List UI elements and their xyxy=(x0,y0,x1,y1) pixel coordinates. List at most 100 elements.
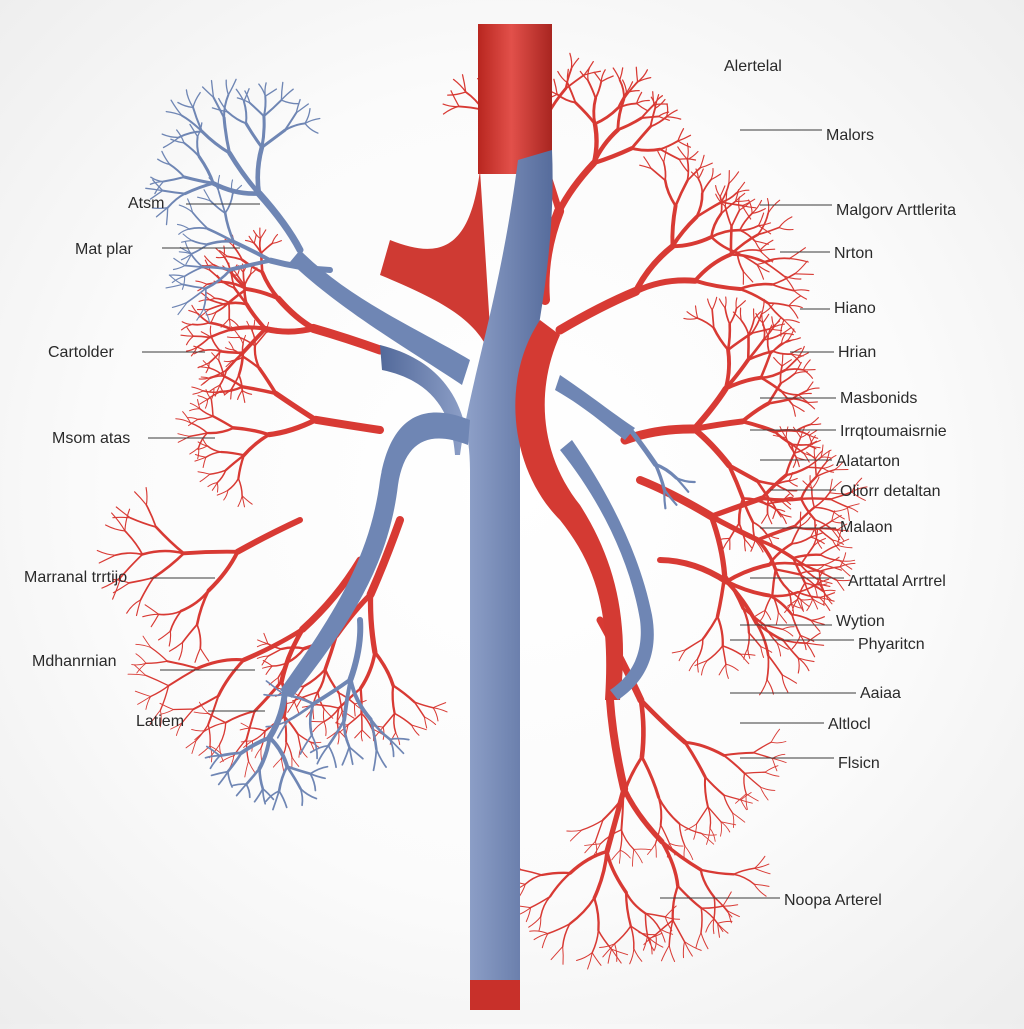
vessel-branch xyxy=(621,830,633,850)
vessel-branch xyxy=(218,176,219,192)
vessel-branch xyxy=(276,393,316,419)
vessel-branch xyxy=(736,298,737,309)
vessel-branch xyxy=(245,274,251,285)
vessel-branch xyxy=(761,647,764,658)
vessel-branch xyxy=(615,926,631,944)
vessel-branch xyxy=(195,648,200,662)
vessel-branch xyxy=(328,746,336,768)
vessel-branch xyxy=(620,850,630,858)
vessel-branch xyxy=(265,83,266,96)
vessel-branch xyxy=(623,757,642,797)
vessel-branch xyxy=(765,625,783,629)
vessel-branch xyxy=(376,749,386,767)
vessel-branch xyxy=(390,739,409,740)
vessel-branch xyxy=(278,299,313,329)
vessel-branch xyxy=(795,372,808,374)
vessel-branch xyxy=(720,197,722,214)
vessel-branch xyxy=(128,674,146,675)
vessel-branch xyxy=(238,496,242,507)
vessel-branch xyxy=(190,423,207,433)
vessel-branch xyxy=(780,366,782,383)
vessel-branch xyxy=(354,704,355,716)
aorta-top xyxy=(478,24,552,174)
vessel-branch xyxy=(624,789,662,842)
vessel-branch xyxy=(213,416,234,428)
vessel-branch xyxy=(740,213,752,230)
vessel-branch xyxy=(193,336,209,337)
vessel-branch xyxy=(724,753,754,756)
vessel-branch xyxy=(771,742,786,743)
vessel-branch xyxy=(448,92,466,95)
vessel-branch xyxy=(324,708,339,722)
label-right-2: Malors xyxy=(826,127,874,145)
vessel-branch xyxy=(676,181,688,206)
vessel-branch xyxy=(206,452,221,457)
vessel-branch xyxy=(772,758,777,770)
vessel-branch xyxy=(660,141,678,149)
vessel-branch xyxy=(645,913,647,935)
vessel-branch xyxy=(243,272,244,285)
vessel-branch xyxy=(618,118,642,130)
vessel-branch xyxy=(212,81,214,98)
vessel-branch xyxy=(310,704,313,735)
vessel-branch xyxy=(706,919,714,932)
vessel-branch xyxy=(789,481,797,486)
vessel-branch xyxy=(250,103,264,116)
vessel-branch xyxy=(187,418,197,420)
vessel-branch xyxy=(678,141,691,147)
vessel-branch xyxy=(246,123,262,147)
vessel-branch xyxy=(745,772,765,773)
vessel-branch xyxy=(712,310,714,328)
vessel-branch xyxy=(247,304,266,329)
vessel-branch xyxy=(255,748,261,758)
vessel-branch xyxy=(847,507,857,512)
vessel-branch xyxy=(789,306,798,318)
vessel-branch xyxy=(231,180,232,194)
vessel-branch xyxy=(221,351,243,352)
vessel-branch xyxy=(570,898,595,924)
vessel-branch xyxy=(632,148,660,150)
vessel-branch xyxy=(125,531,142,555)
vessel-branch xyxy=(316,420,380,430)
label-right-10: Oliorr detaltan xyxy=(840,483,941,501)
vessel-branch xyxy=(807,643,824,645)
vessel-branch xyxy=(190,409,200,411)
vessel-branch xyxy=(685,742,705,776)
label-right-15: Aaiaa xyxy=(860,685,901,703)
vessel-branch xyxy=(191,253,203,267)
vessel-branch xyxy=(200,474,210,481)
vessel-branch xyxy=(193,391,203,394)
label-right-14: Phyaritcn xyxy=(858,636,925,654)
vessel-branch xyxy=(660,149,679,159)
vessel-branch xyxy=(169,668,198,685)
vessel-branch xyxy=(588,81,595,98)
vessel-branch xyxy=(792,444,807,445)
vessel-branch xyxy=(634,849,643,862)
vessel-branch xyxy=(814,447,815,459)
label-right-16: Altlocl xyxy=(828,716,871,734)
vessel-branch xyxy=(632,127,651,149)
vessel-branch xyxy=(760,249,775,250)
vessel-branch xyxy=(687,143,688,159)
vessel-branch xyxy=(790,248,806,259)
vessel-branch xyxy=(99,555,115,563)
vessel-branch xyxy=(656,844,657,858)
vessel-branch xyxy=(721,822,722,836)
vessel-branch xyxy=(206,270,231,289)
vessel-branch xyxy=(196,281,207,284)
vessel-branch xyxy=(207,428,233,433)
vessel-branch xyxy=(313,722,324,732)
vessel-branch xyxy=(585,841,596,852)
vessel-branch xyxy=(838,545,853,548)
vessel-branch xyxy=(778,612,786,623)
vessel-branch xyxy=(768,200,780,213)
vessel-branch xyxy=(658,151,664,162)
vessel-branch xyxy=(244,435,269,456)
vessel-branch xyxy=(686,639,703,650)
vessel-branch xyxy=(257,644,268,647)
vessel-branch xyxy=(135,492,147,505)
vessel-branch xyxy=(685,846,693,860)
label-right-12: Arttatal Arrtrel xyxy=(848,573,946,591)
label-left-3: Cartolder xyxy=(48,344,114,362)
vessel-branch xyxy=(159,611,181,615)
